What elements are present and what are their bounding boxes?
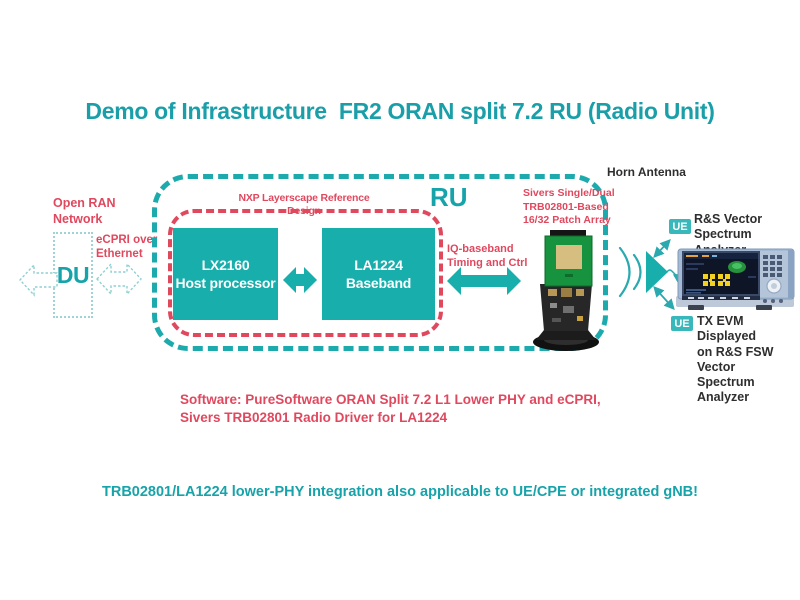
ue-link-arrows-icon <box>653 239 675 311</box>
tx-evm-label: TX EVM Displayed on R&S FSW Vector Spect… <box>697 314 774 405</box>
iq-baseband-label: IQ-baseband Timing and Ctrl <box>447 243 528 269</box>
ue-badge-bottom: UE <box>671 316 693 331</box>
spectrum-analyzer-image <box>676 248 795 310</box>
du-ru-double-arrow-icon <box>96 262 142 296</box>
sivers-patch-array-label: Sivers Single/Dual TRB02801-Based 16/32 … <box>523 187 615 227</box>
nxp-reference-design-label: NXP Layerscape Reference Design <box>238 192 370 218</box>
lx2160-block: LX2160 Host processor <box>173 228 278 320</box>
left-arrow-icon <box>19 263 58 297</box>
la1224-block: LA1224 Baseband <box>322 228 435 320</box>
ecpri-label: eCPRI over Ethernet <box>96 234 158 261</box>
page-title: Demo of Infrastructure FR2 ORAN split 7.… <box>85 98 715 124</box>
radio-waves-icon <box>618 246 642 298</box>
la1224-label: LA1224 Baseband <box>345 256 412 291</box>
horn-to-analyzer-squiggle-icon <box>666 269 683 283</box>
ru-dashed-boundary <box>152 174 608 351</box>
horn-antenna-label: Horn Antenna <box>607 165 686 179</box>
du-box: DU <box>53 232 93 318</box>
software-note: Software: PureSoftware ORAN Split 7.2 L1… <box>180 392 601 425</box>
integration-note: TRB02801/LA1224 lower-PHY integration al… <box>102 484 698 500</box>
open-ran-network-label: Open RAN Network <box>53 196 116 226</box>
ru-label: RU <box>430 182 468 212</box>
vector-analyzer-label: R&S Vector Spectrum Analyzer <box>694 212 763 257</box>
lx2160-label: LX2160 Host processor <box>175 256 276 291</box>
horn-antenna-icon <box>646 251 668 293</box>
ue-badge-top: UE <box>669 219 691 234</box>
nxp-dashed-boundary <box>168 209 443 337</box>
du-label: DU <box>56 261 90 288</box>
